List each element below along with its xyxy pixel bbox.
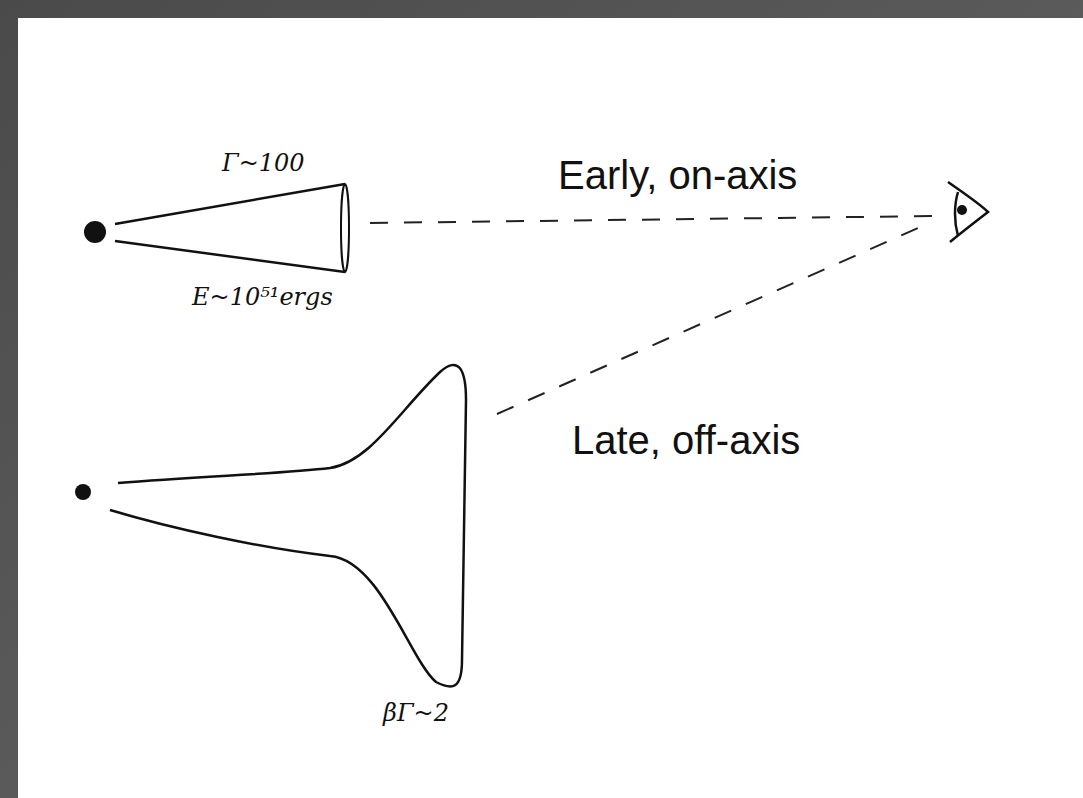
wide-jet-funnel	[110, 365, 466, 687]
phase-label: Late, off-axis	[572, 418, 800, 462]
sight-line	[370, 216, 935, 223]
phase-label: Early, on-axis	[558, 153, 797, 197]
eye-lens	[955, 192, 958, 236]
central-engine	[84, 221, 106, 243]
lorentz-factor: Γ~100	[222, 150, 305, 176]
jet-front	[341, 184, 349, 272]
eye-pupil	[957, 205, 967, 215]
narrow-jet-cone	[115, 184, 345, 272]
jet-energy: E~10⁵¹ergs	[192, 284, 333, 310]
sight-line	[497, 228, 918, 414]
slide-panel	[18, 18, 1083, 798]
central-engine	[75, 484, 91, 500]
observer-eye	[948, 182, 988, 242]
lorentz-factor: βΓ~2	[383, 700, 449, 726]
